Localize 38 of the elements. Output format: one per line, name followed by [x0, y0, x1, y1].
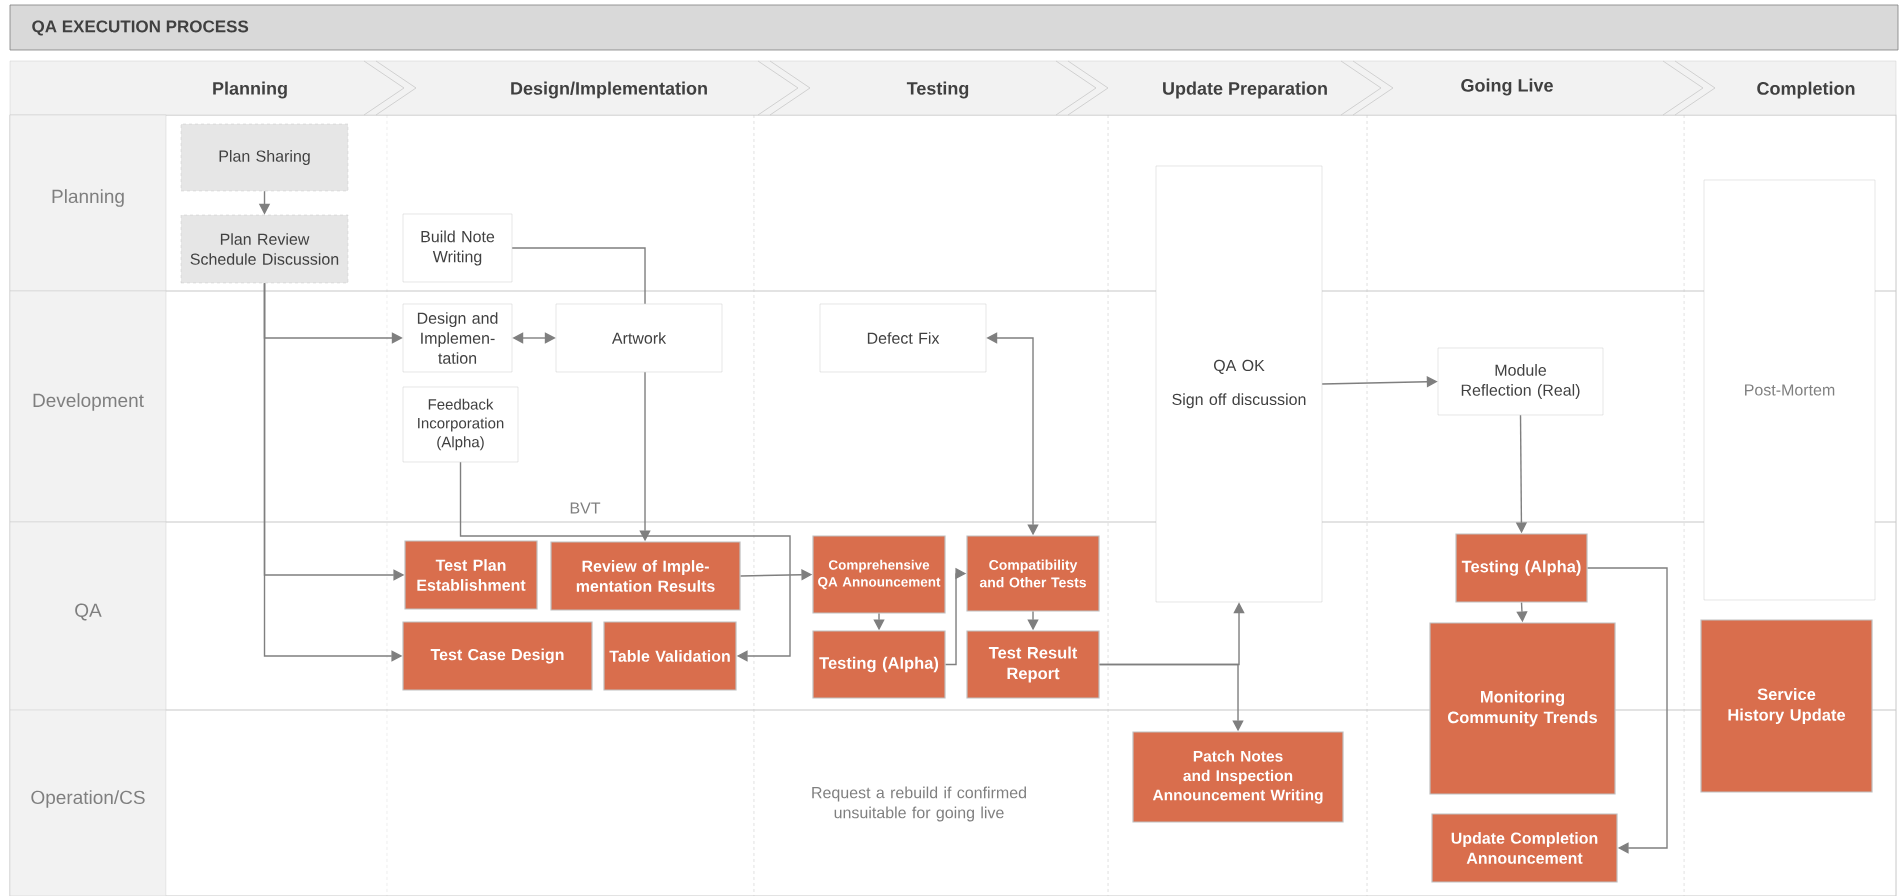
note-text: Request a rebuild if confirmed unsuitable for going live [812, 786, 1026, 822]
process-box: Plan Review Schedule Discussion [180, 214, 349, 284]
process-box: Review of Imple-mentation Results [550, 541, 741, 611]
process-box: Testing (Alpha) [812, 630, 946, 699]
phase-label: Going Live [1461, 78, 1553, 96]
process-box: Patch Notes and Inspection Announcement Writing [1132, 731, 1344, 823]
arrow [1586, 567, 1668, 854]
phase-label: Design/Implementation [511, 81, 707, 99]
edge-label: BVT [567, 500, 603, 516]
lane-header: Operation/CS [9, 709, 167, 896]
process-box: Build Note Writing [402, 213, 513, 283]
process-box: Test Result Report [966, 630, 1100, 699]
phase-label: Update Preparation [1163, 81, 1327, 99]
process-box: Service History Update [1700, 619, 1873, 793]
process-box: Module Reflection (Real) [1437, 347, 1604, 416]
arrow [459, 461, 791, 662]
process-box: Compatibility and Other Tests [966, 535, 1100, 612]
process-box: Defect Fix [819, 303, 987, 373]
lane-header: QA [9, 521, 167, 711]
process-box: Feedback Incorporation (Alpha) [402, 386, 519, 463]
process-box: Testing (Alpha) [1455, 533, 1588, 603]
process-box: Design and Implemen-tation [402, 303, 513, 373]
phase-label: Testing [906, 81, 969, 99]
process-box: QA OK Sign off discussion [1155, 165, 1323, 603]
phase-label: Completion [1757, 81, 1855, 99]
phase-label: Planning [213, 81, 287, 99]
process-box: Post-Mortem [1703, 179, 1876, 601]
process-box: Artwork [555, 303, 723, 373]
process-box: Plan Sharing [180, 123, 349, 192]
process-box: Monitoring Community Trends [1429, 622, 1616, 795]
process-box: Test Case Design [402, 621, 593, 691]
process-box: Comprehensive QA Announcement [812, 535, 946, 614]
process-box: Table Validation [603, 621, 737, 691]
process-box: Test Plan Establishment [404, 540, 538, 610]
title-bar: QA EXECUTION PROCESS [9, 4, 1899, 51]
lane-header: Development [9, 290, 167, 523]
lane-header: Planning [9, 114, 167, 292]
process-box: Update Completion Announcement [1431, 813, 1618, 883]
